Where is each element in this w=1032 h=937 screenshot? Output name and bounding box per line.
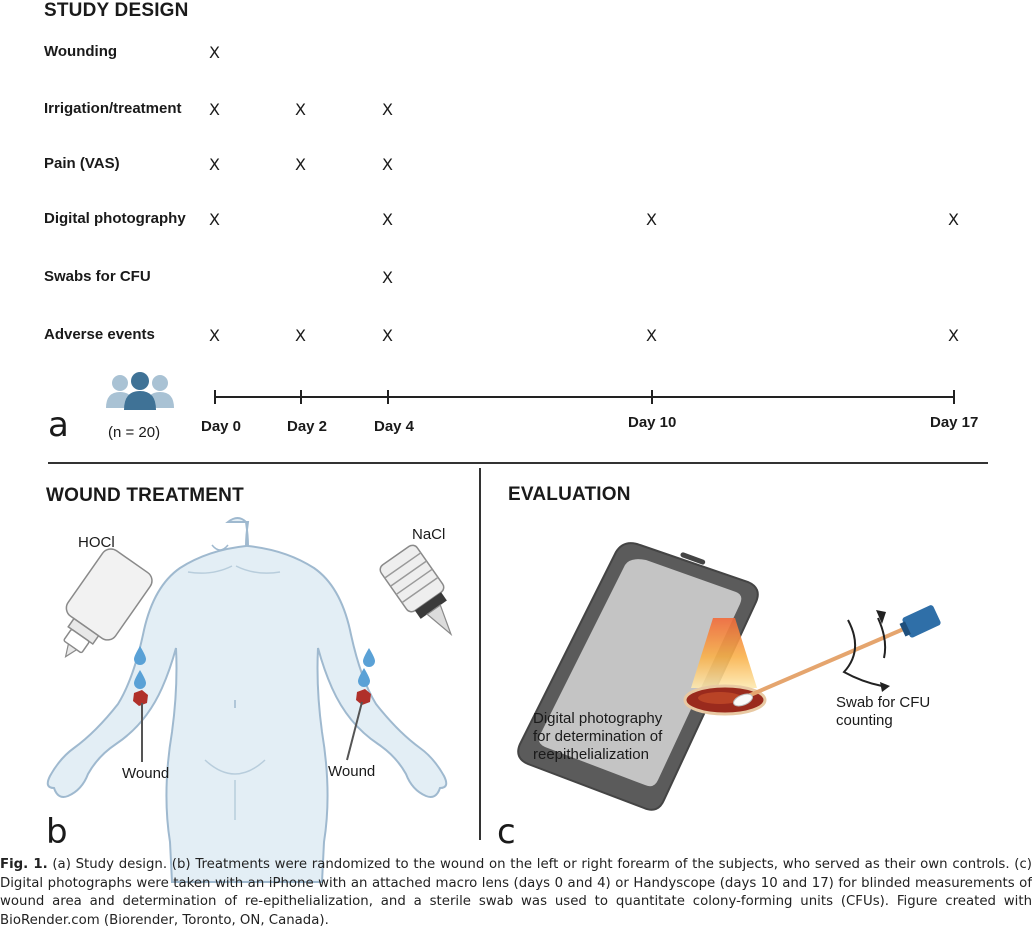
day-label: Day 17 <box>930 414 979 431</box>
drop-left-1 <box>134 646 146 665</box>
row-label: Digital photography <box>44 210 186 227</box>
timeline <box>214 390 955 404</box>
schedule-mark: X <box>295 155 306 174</box>
caption-text: (a) Study design. (b) Treatments were ra… <box>0 857 1032 928</box>
schedule-mark: X <box>382 268 393 287</box>
phone-illustration <box>517 542 759 811</box>
figure-caption: Fig. 1. (a) Study design. (b) Treatments… <box>0 856 1032 930</box>
swab <box>733 605 941 707</box>
schedule-mark: X <box>948 210 959 229</box>
schedule-mark: X <box>209 326 220 345</box>
wound-left <box>133 690 148 706</box>
schedule-mark: X <box>382 155 393 174</box>
schedule-mark: X <box>382 210 393 229</box>
panel-c-title: EVALUATION <box>508 484 631 505</box>
photo-label-line: for determination of <box>533 728 663 745</box>
hocl-bottle <box>63 548 153 658</box>
caption-lead: Fig. 1. <box>0 857 48 872</box>
nacl-bottle <box>379 544 453 637</box>
swab-label: Swab for CFU counting <box>836 694 930 730</box>
schedule-mark: X <box>646 210 657 229</box>
n-label: (n = 20) <box>108 424 161 441</box>
wound-label-left: Wound <box>122 765 170 782</box>
panel-b-title: WOUND TREATMENT <box>46 485 244 506</box>
schedule-mark: X <box>295 326 306 345</box>
photo-label-line: Digital photography <box>533 710 663 727</box>
swab-label-line: Swab for CFU <box>836 694 931 711</box>
schedule-mark: X <box>209 43 220 62</box>
swab-label-line: counting <box>836 712 893 729</box>
schedule-mark: X <box>948 326 959 345</box>
schedule-mark: X <box>646 326 657 345</box>
photo-label-line: reepithelialization <box>533 746 649 763</box>
schedule-mark: X <box>209 100 220 119</box>
wound-label-right: Wound <box>328 763 376 780</box>
body-figure <box>46 517 448 883</box>
row-label: Swabs for CFU <box>44 268 151 285</box>
panel-b-letter: b <box>46 812 68 852</box>
schedule-mark: X <box>382 100 393 119</box>
people-icon <box>106 372 174 410</box>
wound-right-pointer <box>346 701 363 761</box>
day-label: Day 2 <box>287 418 328 435</box>
drop-right-2 <box>358 668 370 687</box>
light-beam <box>691 618 757 688</box>
schedule-mark: X <box>209 210 220 229</box>
day-label: Day 0 <box>201 418 242 435</box>
drop-right-1 <box>363 648 375 667</box>
schedule-mark: X <box>209 155 220 174</box>
day-label: Day 10 <box>628 414 677 431</box>
row-label: Wounding <box>44 43 118 60</box>
row-label: Adverse events <box>44 326 155 343</box>
drop-left-2 <box>134 670 146 689</box>
rotation-arrow-icon <box>842 610 890 692</box>
schedule-mark: X <box>382 326 393 345</box>
hocl-label: HOCl <box>78 534 115 551</box>
panel-a-letter: a <box>48 405 69 445</box>
day-label: Day 4 <box>374 418 415 435</box>
panel-a-title: STUDY DESIGN <box>44 0 189 21</box>
wound-right <box>356 689 371 705</box>
nacl-label: NaCl <box>412 526 446 543</box>
schedule-mark: X <box>295 100 306 119</box>
row-label: Irrigation/treatment <box>44 100 182 117</box>
panel-c-letter: c <box>497 812 516 852</box>
photo-label: Digital photography for determination of… <box>533 710 662 764</box>
row-label: Pain (VAS) <box>44 155 120 172</box>
